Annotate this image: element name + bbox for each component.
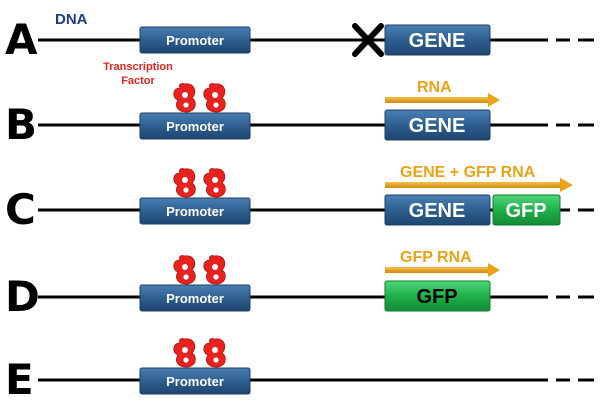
row-letter-b: B [5,100,37,149]
gene-label-c: GENE [409,200,466,222]
gene-box-b [384,109,491,141]
promoter-label-a: Promoter [166,33,224,48]
row-c: C Promoter GENE + GFP RNA GENE GFP [5,164,594,234]
row-e: E Promoter [5,338,594,400]
transcription-factor-icon [173,83,196,113]
gene-label-b: GENE [409,115,466,137]
gfp-box-d [384,280,491,312]
row-letter-e: E [5,355,34,400]
rna-label-b: RNA [417,79,452,96]
rna-label-d: GFP RNA [400,249,472,266]
gene-label-a: GENE [409,30,466,52]
promoter-box-b [139,112,251,140]
promoter-label-c: Promoter [166,204,224,219]
promoter-box-c [139,197,251,225]
promoter-box-a [139,26,251,54]
transcription-factor-icon [173,168,196,198]
row-b: B Transcription Factor Promoter RNA GENE [5,61,594,149]
gene-box-c [384,194,491,226]
gfp-box-c [492,194,561,226]
row-letter-a: A [5,15,38,64]
rna-arrow-d [385,263,500,277]
transcription-factor-icon [203,83,226,113]
transcription-factor-label-line2: Factor [121,75,155,87]
transcription-factor-icon [173,255,196,285]
transcription-factor-icon [203,255,226,285]
dna-label: DNA [55,11,88,28]
row-a: A DNA Promoter GENE [5,11,594,64]
transcription-factor-label-line1: Transcription [103,61,173,73]
rna-arrow-c [385,178,573,192]
promoter-box-d [139,284,251,312]
transcription-factor-icon [203,168,226,198]
rna-label-c: GENE + GFP RNA [400,164,536,181]
promoter-label-e: Promoter [166,374,224,389]
transcription-factor-icon [203,338,226,368]
row-d: D Promoter GFP RNA GFP [5,249,594,321]
promoter-label-d: Promoter [166,291,224,306]
transcription-factor-icon [173,338,196,368]
gene-box-a [384,24,491,56]
row-letter-c: C [5,185,36,234]
gfp-label-d: GFP [416,286,457,308]
rna-arrow-b [385,93,500,107]
promoter-label-b: Promoter [166,119,224,134]
promoter-box-e [139,367,251,395]
row-letter-d: D [5,272,40,321]
x-cross-icon [352,23,384,57]
gfp-label-c: GFP [505,200,546,222]
